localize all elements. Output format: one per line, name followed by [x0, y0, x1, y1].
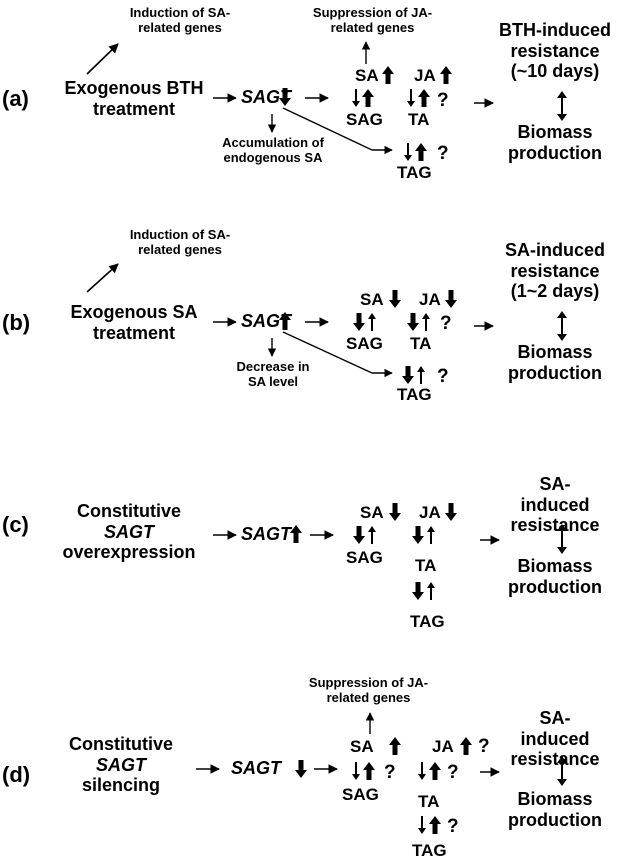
arrow-d-tag-fat-up: [429, 816, 441, 834]
panel-c-sa: SA: [360, 503, 384, 522]
arrow-b-sa-down: [389, 290, 401, 308]
panel-a-suppression-note: Suppression of JA-related genes: [312, 5, 433, 35]
arrow-a-sagt-tag: [282, 107, 373, 151]
panel-a-tag: TAG: [397, 163, 432, 182]
panel-a-sag: SAG: [346, 110, 383, 129]
arrow-c-sa-down: [389, 503, 401, 521]
panel-a-induction-note: Induction of SA-related genes: [129, 5, 231, 35]
panel-a-question-ta: ?: [437, 90, 449, 111]
arrow-a-sag-thin-down: [352, 89, 360, 107]
arrow-a-sag-fat-up: [362, 89, 374, 107]
arrow-a-sa-up: [382, 66, 394, 84]
panel-b-tag: TAG: [397, 385, 432, 404]
arrow-b-ta-fat-down: [407, 313, 419, 331]
arrow-d-sagt-down: [295, 760, 307, 778]
panel-b-sagt: SAGT: [241, 311, 292, 331]
panel-a-ta: TA: [408, 110, 430, 129]
arrow-c-tag-fat-down: [412, 582, 424, 600]
panel-a-question-tag: ?: [437, 143, 449, 164]
panel-a-ja: JA: [414, 66, 436, 85]
arrow-d-sa-up: [389, 737, 401, 755]
arrow-b-tag-thin-up: [417, 366, 425, 384]
panel-c-label: (c): [2, 512, 29, 537]
arrow-b-ta-thin-up: [422, 313, 430, 331]
arrow-a-tag-thin-down: [404, 143, 412, 161]
arrow-a-ja-up: [440, 66, 452, 84]
panel-d-sagt: SAGT: [231, 758, 282, 778]
arrow-d-tag-thin-down: [418, 816, 426, 834]
panel-b-label: (b): [2, 310, 31, 335]
panel-d-question-ta: ?: [447, 762, 459, 783]
panel-d-sag: SAG: [342, 785, 379, 804]
arrow-b-induction: [86, 263, 119, 293]
arrow-c-ta-thin-up: [427, 526, 435, 544]
panel-b-induction-note: Induction of SA-related genes: [129, 227, 231, 257]
panel-d-question-ja: ?: [478, 736, 490, 757]
panel-a-sa: SA: [355, 66, 379, 85]
panel-a-sagt: SAGT: [241, 87, 292, 107]
panel-c-ja: JA: [419, 503, 441, 522]
panel-b-sa: SA: [360, 290, 384, 309]
arrow-c-tag-thin-up: [427, 582, 435, 600]
panel-b-question-tag: ?: [437, 366, 449, 387]
arrow-a-ta-thin-down: [407, 89, 415, 107]
arrow-a-resistance-biomass: [557, 91, 567, 121]
panel-d-ta: TA: [418, 792, 440, 811]
arrow-b-sag-fat-down: [353, 313, 365, 331]
arrow-b-sag-thin-up: [368, 313, 376, 331]
arrow-b-tag-fat-down: [402, 366, 414, 384]
arrow-c-sag-fat-down: [353, 526, 365, 544]
panel-b-ta: TA: [410, 334, 432, 353]
arrow-a-ta-fat-up: [418, 89, 430, 107]
arrow-d-sag-thin-down: [352, 762, 360, 780]
panel-c-sag: SAG: [346, 548, 383, 567]
panel-c-tag: TAG: [410, 612, 445, 631]
arrow-b-resistance-biomass: [557, 311, 567, 341]
panel-b-ja: JA: [419, 290, 441, 309]
panel-c-ta: TA: [415, 556, 437, 575]
arrow-d-ja-up: [460, 737, 472, 755]
panel-d-question-tag: ?: [447, 816, 459, 837]
panel-d-tag: TAG: [412, 841, 447, 860]
panel-d-ja: JA: [432, 737, 454, 756]
panel-a-label: (a): [2, 86, 29, 111]
arrow-c-ta-fat-down: [412, 526, 424, 544]
arrow-d-ta-thin-down: [418, 762, 426, 780]
arrow-c-ja-down: [445, 503, 457, 521]
panel-d-sa: SA: [350, 737, 374, 756]
arrow-c-sag-thin-up: [368, 526, 376, 544]
arrow-d-ta-fat-up: [429, 762, 441, 780]
arrow-c-sagt-up: [290, 525, 302, 543]
arrow-a-tag-fat-up: [415, 143, 427, 161]
panel-b-question-ta: ?: [440, 313, 452, 334]
panel-d-question-sag: ?: [384, 762, 396, 783]
arrow-b-sagt-tag: [282, 331, 373, 374]
arrow-b-ja-down: [445, 290, 457, 308]
arrow-d-sag-fat-up: [363, 762, 375, 780]
panel-b-sag: SAG: [346, 334, 383, 353]
panel-d-suppression-note: Suppression of JA-related genes: [308, 675, 429, 705]
arrow-a-induction: [86, 43, 119, 75]
panel-d-label: (d): [2, 762, 31, 787]
panel-c-sagt: SAGT: [241, 524, 292, 544]
